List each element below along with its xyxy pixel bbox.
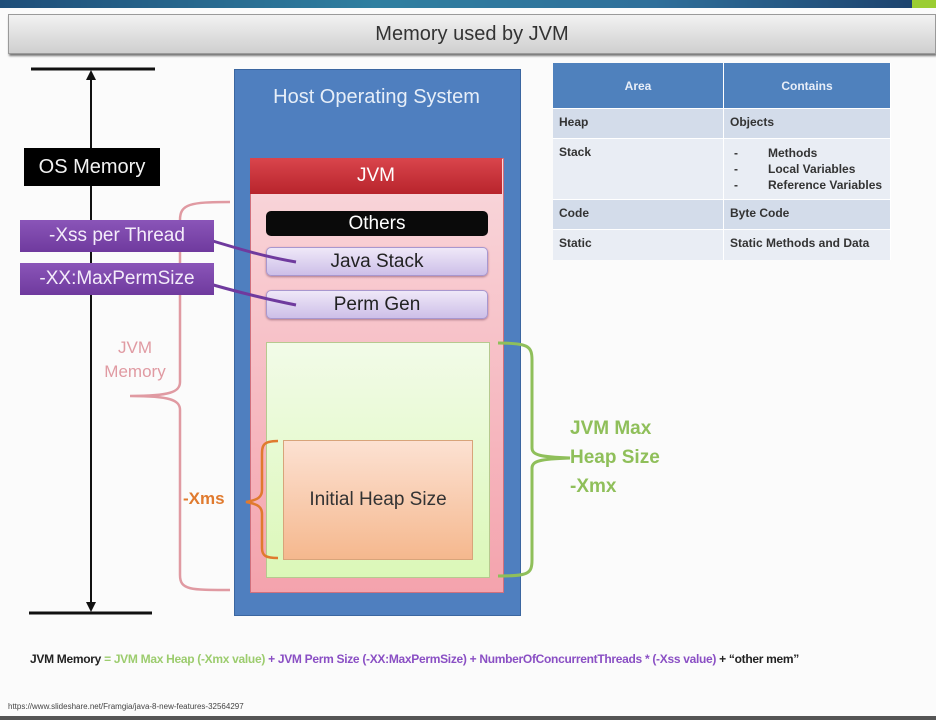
formula-term-threads: NumberOfConcurrentThreads * (-Xss value) (479, 652, 717, 666)
jvm-memory-label: JVM Memory (90, 336, 180, 384)
contains-cell: Objects (723, 108, 891, 139)
formula-lhs: JVM Memory (30, 652, 102, 666)
others-block: Others (266, 211, 488, 236)
contains-cell: Static Methods and Data (723, 229, 891, 260)
list-item: -Methods (734, 146, 818, 160)
area-cell: Code (553, 199, 724, 230)
jvm-memory-formula: JVM Memory = JVM Max Heap (-Xmx value) +… (30, 652, 799, 666)
area-cell: Static (553, 229, 724, 260)
arrow-down-icon (86, 602, 96, 612)
source-url: https://www.slideshare.net/Framgia/java-… (8, 702, 244, 711)
list-item: -Local Variables (734, 162, 856, 176)
xmx-label-line2: Heap Size (570, 447, 660, 468)
os-memory-label: OS Memory (24, 148, 160, 186)
top-accent-bar (0, 0, 936, 8)
jvm-memory-label-line2: Memory (104, 362, 166, 381)
jvm-header: JVM (250, 158, 502, 194)
table-row: Static Static Methods and Data (553, 229, 891, 260)
contains-cell: -Methods -Local Variables -Reference Var… (723, 138, 891, 200)
area-cell: Heap (553, 108, 724, 139)
perm-gen-block: Perm Gen (266, 290, 488, 319)
formula-term-perm-size: JVM Perm Size (-XX:MaxPermSize) (277, 652, 467, 666)
slide-title: Memory used by JVM (8, 14, 936, 54)
java-stack-block: Java Stack (266, 247, 488, 276)
initial-heap-label: Initial Heap Size (309, 489, 447, 510)
initial-heap-block: Initial Heap Size (283, 440, 473, 560)
jvm-memory-label-line1: JVM (118, 338, 152, 357)
xmx-brace (497, 341, 571, 578)
xms-brace (245, 439, 279, 560)
formula-term-max-heap: JVM Max Heap (-Xmx value) (113, 652, 266, 666)
xss-tag: -Xss per Thread (20, 220, 214, 252)
contains-cell: Byte Code (723, 199, 891, 230)
bottom-bar (0, 716, 936, 720)
jvm-memory-brace (129, 200, 231, 592)
arrow-up-icon (86, 70, 96, 80)
formula-term-other: “other mem” (728, 652, 799, 666)
table-header-row: Area Contains (553, 63, 891, 109)
memory-area-table: Area Contains Heap Objects Stack -Method… (553, 63, 891, 260)
table-row: Heap Objects (553, 108, 891, 139)
column-header-area: Area (553, 63, 724, 109)
top-accent-corner (912, 0, 936, 8)
slide-title-text: Memory used by JVM (375, 22, 569, 45)
xmx-label-line1: JVM Max (570, 418, 652, 439)
xmx-label-line3: -Xmx (570, 476, 617, 497)
stack-contents-list: -Methods -Local Variables -Reference Var… (730, 145, 884, 193)
maxpermsize-tag: -XX:MaxPermSize (20, 263, 214, 295)
xmx-label: JVM Max Heap Size -Xmx (570, 414, 660, 501)
area-cell: Stack (553, 138, 724, 200)
table-row: Code Byte Code (553, 199, 891, 230)
xms-label: -Xms (183, 489, 225, 508)
list-item: -Reference Variables (734, 178, 883, 192)
column-header-contains: Contains (723, 63, 891, 109)
host-os-label: Host Operating System (273, 86, 480, 108)
table-row: Stack -Methods -Local Variables -Referen… (553, 138, 891, 200)
